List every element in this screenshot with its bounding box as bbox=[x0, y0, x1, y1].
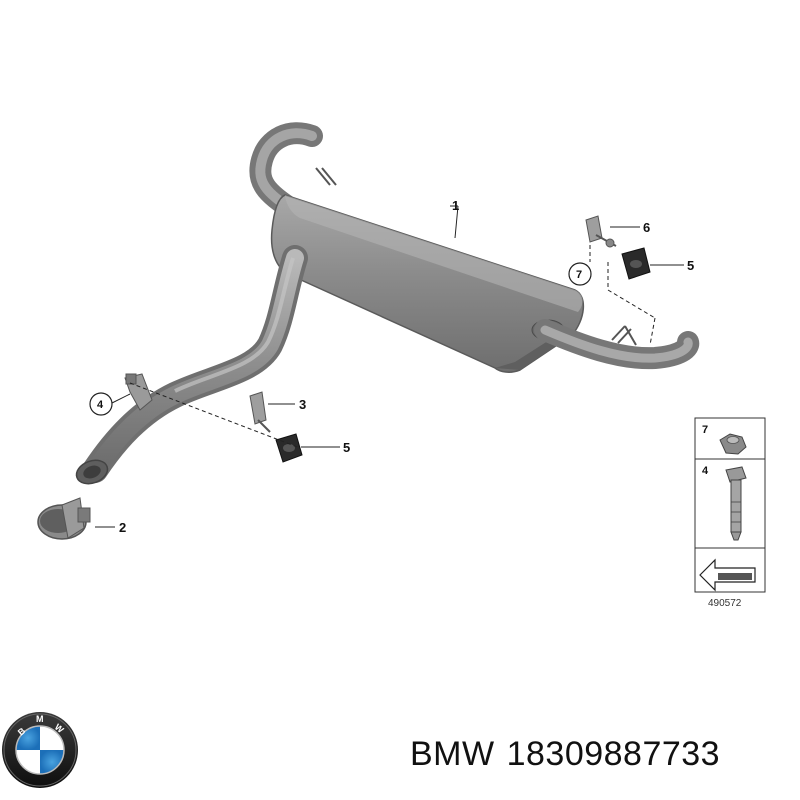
callout-5-lower: 5 bbox=[343, 440, 350, 455]
callout-3: 3 bbox=[299, 397, 306, 412]
rubber-mount-lower bbox=[275, 433, 303, 463]
front-hanger-bracket bbox=[124, 373, 153, 411]
callout-4-circle bbox=[89, 392, 113, 416]
rear-muffler bbox=[270, 194, 584, 373]
upper-hook-pipe bbox=[249, 122, 323, 226]
rubber-mount-upper bbox=[621, 247, 651, 280]
legend-item-4-label: 4 bbox=[702, 465, 709, 477]
muffler-top-bracket bbox=[315, 167, 337, 186]
callout-7-circle bbox=[568, 262, 592, 286]
leader-lines bbox=[95, 205, 684, 528]
hanger-part-3 bbox=[249, 391, 271, 433]
callout-5-upper: 5 bbox=[687, 258, 694, 273]
intermediate-pipe bbox=[75, 245, 308, 485]
part-caption: BMW 18309887733 bbox=[410, 735, 732, 774]
hanger-part-6 bbox=[585, 215, 617, 248]
bolt-icon bbox=[725, 466, 747, 541]
svg-text:M: M bbox=[36, 714, 44, 724]
callout-4: 4 bbox=[97, 399, 104, 411]
callout-6: 6 bbox=[643, 220, 650, 235]
legend-item-7-label: 7 bbox=[702, 424, 708, 436]
diagram-code: 490572 bbox=[708, 598, 742, 609]
right-outlet-pipe bbox=[534, 319, 700, 370]
fastener-legend: 7 4 bbox=[694, 417, 766, 593]
part-number: 18309887733 bbox=[506, 735, 721, 773]
callout-2: 2 bbox=[119, 520, 126, 535]
brand-name: BMW bbox=[410, 735, 495, 773]
callout-1: 1 bbox=[452, 198, 459, 213]
bmw-logo: B M W bbox=[2, 712, 78, 788]
direction-arrow-icon bbox=[699, 558, 756, 592]
hex-nut-icon bbox=[719, 433, 747, 455]
callout-7: 7 bbox=[576, 269, 582, 281]
svg-text:B: B bbox=[16, 725, 28, 737]
pipe-clamp bbox=[37, 497, 91, 540]
